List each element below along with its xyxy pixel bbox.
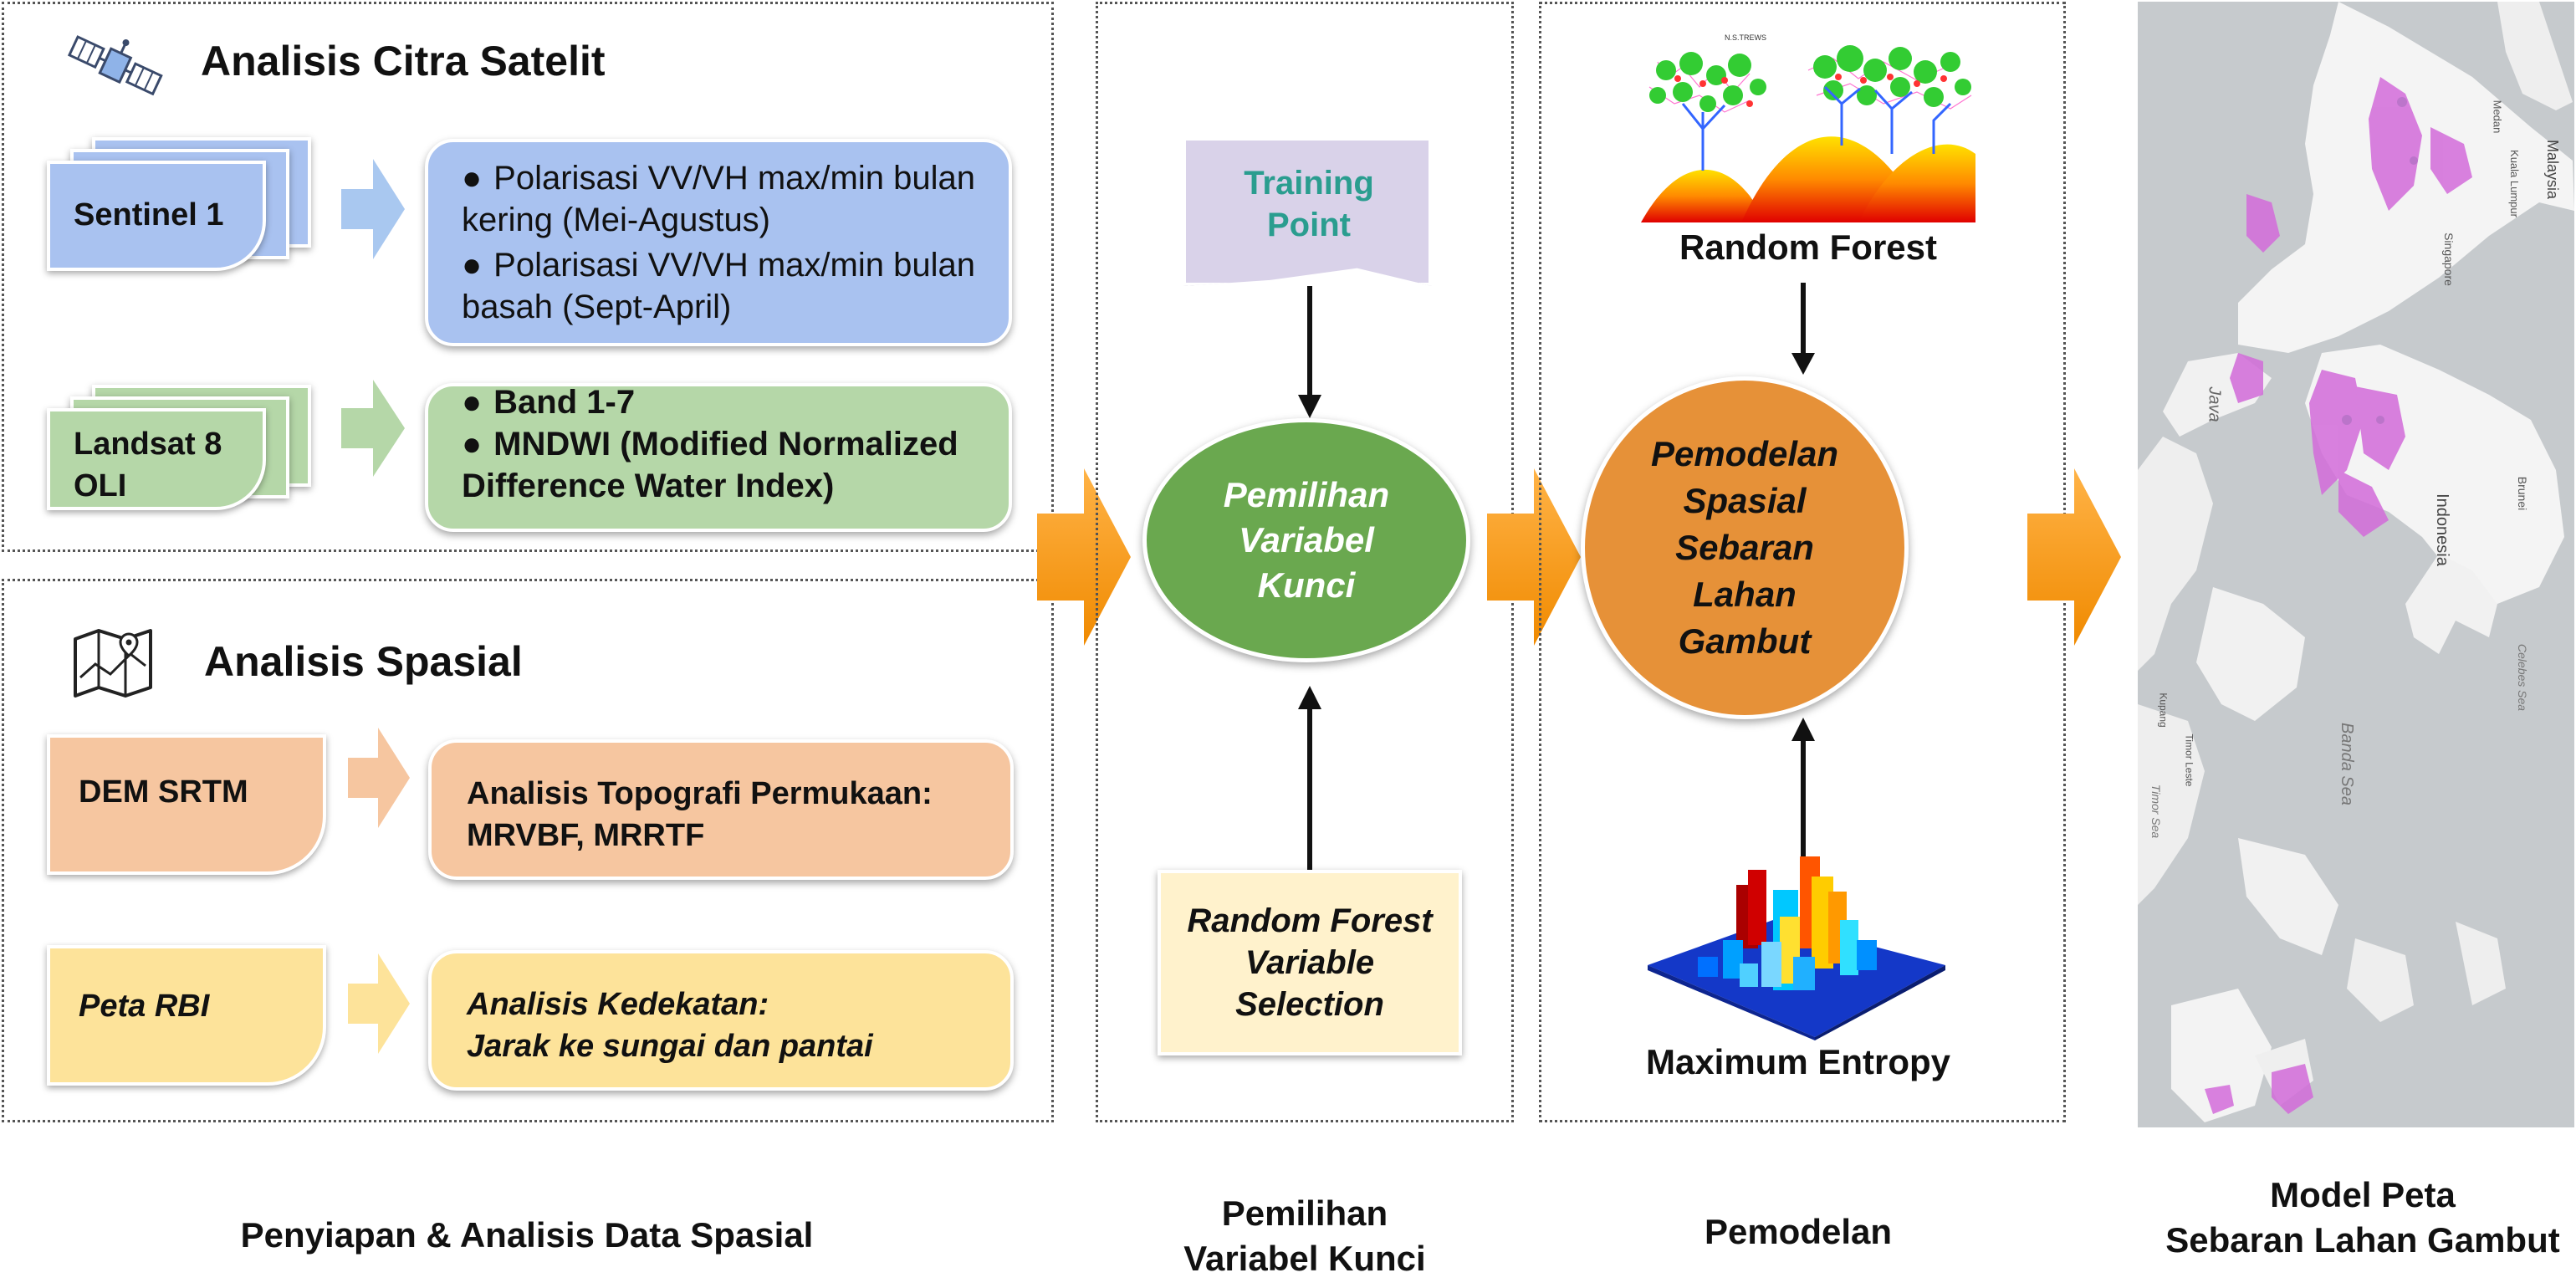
sentinel-doc [47, 161, 266, 271]
label-variable-selection: Pemilihan Variabel Kunci [1183, 1193, 1426, 1278]
peatland-map-image [2138, 2, 2574, 1122]
landsat-item-1: ●Band 1-7 [462, 384, 636, 421]
rbi-label: Peta RBI [79, 989, 210, 1024]
up-arrow-maxent [1791, 718, 1815, 868]
map-label-banda-sea: Banda Sea [2337, 723, 2356, 805]
spatial-analysis-title: Analisis Spasial [204, 638, 523, 685]
peatland-map: Malaysia Singapore Kuala Lumpur Medan Ja… [2138, 2, 2574, 1127]
sentinel-item-1: ●Polarisasi VV/VH max/min bulan kering (… [462, 160, 975, 238]
flow-arrow-1 [1037, 468, 1131, 646]
flow-arrow-3 [2027, 468, 2121, 646]
dem-arrow-icon [348, 728, 410, 828]
rbi-arrow-icon [348, 953, 410, 1054]
map-label-medan: Medan [2491, 100, 2504, 134]
landsat-doc [47, 408, 266, 510]
map-label-timor-sea: Timor Sea [2149, 784, 2164, 839]
landsat-card: ●Band 1-7 ●MNDWI (Modified Normalized Di… [425, 383, 1012, 532]
landsat-label: Landsat 8 OLI [74, 427, 222, 503]
satellite-analysis-panel [2, 2, 1054, 552]
label-data-preparation: Penyiapan & Analisis Data Spasial [240, 1215, 814, 1255]
map-label-java: Java [2205, 386, 2224, 422]
rbi-text-line2: Jarak ke sungai dan pantai [467, 1029, 873, 1064]
map-label-timor-leste: Timor Leste [2183, 733, 2195, 787]
label-modeling: Pemodelan [1704, 1212, 1893, 1251]
rbi-card: Analisis Kedekatan: Jarak ke sungai dan … [428, 950, 1014, 1091]
variable-selection-ellipse: Pemilihan Variabel Kunci [1142, 418, 1470, 662]
sentinel-label: Sentinel 1 [74, 197, 224, 233]
label-map-model: Model Peta Sebaran Lahan Gambut [2165, 1175, 2560, 1260]
modeling-ellipse: Pemodelan Spasial Sebaran Lahan Gambut [1581, 376, 1909, 719]
map-label-kupang: Kupang [2157, 693, 2170, 728]
sentinel-card: ●Polarisasi VV/VH max/min bulan kering (… [425, 139, 1012, 346]
training-point-doc [1183, 137, 1432, 286]
dem-text-line2: MRVBF, MRRTF [467, 818, 705, 853]
map-label-malaysia: Malaysia [2544, 139, 2562, 200]
flow-arrow-2 [1487, 468, 1581, 646]
landsat-item-2: ●MNDWI (Modified Normalized Difference W… [462, 426, 958, 504]
sentinel-list: ●Polarisasi VV/VH max/min bulan kering (… [462, 157, 1009, 328]
training-point-text: Training Point [1244, 165, 1374, 243]
sentinel-item-2: ●Polarisasi VV/VH max/min bulan basah (S… [462, 247, 975, 325]
random-forest-image: N.S.TREWS [1641, 33, 1975, 222]
up-arrow-rf [1298, 686, 1321, 870]
dem-label: DEM SRTM [79, 774, 248, 810]
spatial-analysis-panel [2, 579, 1054, 1122]
rf-selection-box: Random Forest Variable Selection [1158, 870, 1462, 1055]
random-forest-label: Random Forest [1679, 227, 1938, 267]
rbi-doc [47, 945, 326, 1086]
map-label-brunei: Brunei [2516, 476, 2530, 511]
rbi-text-line1: Analisis Kedekatan: [467, 987, 769, 1022]
dem-card: Analisis Topografi Permukaan: MRVBF, MRR… [428, 739, 1014, 880]
map-label-celebes-sea: Celebes Sea [2516, 643, 2530, 712]
satellite-analysis-title: Analisis Citra Satelit [201, 38, 606, 84]
dem-doc [47, 734, 326, 875]
map-label-indonesia: Indonesia [2432, 493, 2451, 566]
map-label-kuala-lumpur: Kuala Lumpur [2507, 150, 2521, 217]
dem-text-line1: Analisis Topografi Permukaan: [467, 776, 933, 811]
down-arrow-rf [1791, 283, 1815, 375]
map-icon [74, 629, 152, 698]
rf-selection-text: Random Forest Variable Selection [1187, 902, 1433, 1023]
maximum-entropy-image [1648, 856, 1945, 1040]
map-label-singapore: Singapore [2441, 233, 2456, 286]
maximum-entropy-label: Maximum Entropy [1645, 1042, 1951, 1081]
satellite-icon [67, 35, 163, 96]
landsat-arrow-icon [341, 380, 405, 477]
down-arrow-training [1298, 286, 1321, 418]
svg-text:N.S.TREWS: N.S.TREWS [1725, 33, 1766, 42]
sentinel-arrow-icon [341, 159, 405, 259]
landsat-list: ●Band 1-7 ●MNDWI (Modified Normalized Di… [462, 381, 1009, 507]
